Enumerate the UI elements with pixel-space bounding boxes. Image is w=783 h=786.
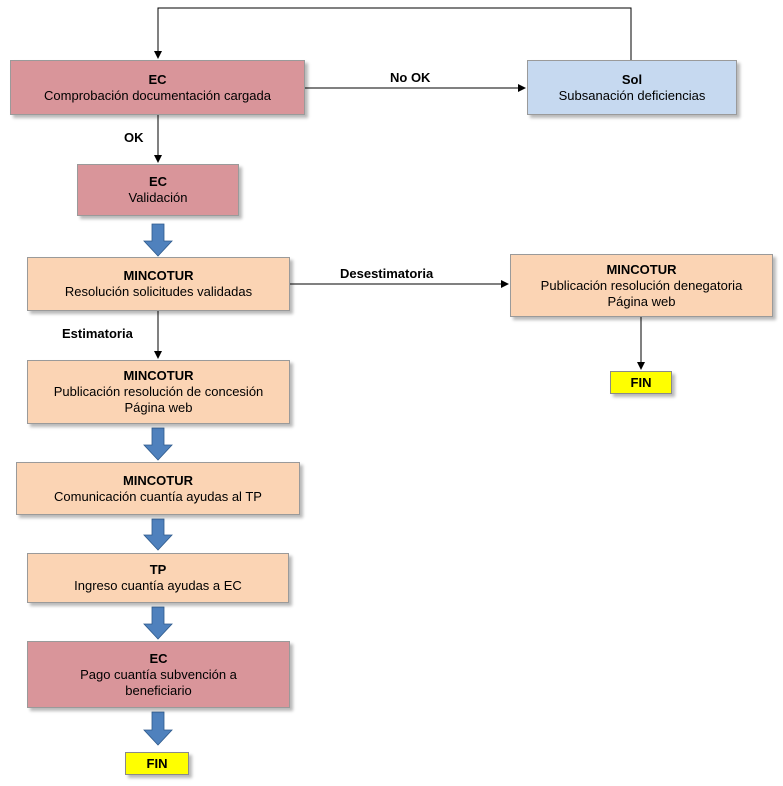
node-text: Página web xyxy=(124,400,193,415)
node-text: Subsanación deficiencias xyxy=(558,87,706,103)
node-text: beneficiario xyxy=(125,682,192,698)
block-arrow-4 xyxy=(143,606,173,640)
node-actor: EC xyxy=(148,71,167,87)
block-arrow-3 xyxy=(143,518,173,551)
node-ingreso: TP Ingreso cuantía ayudas a EC xyxy=(27,553,289,603)
edge-label-ok: OK xyxy=(124,130,144,145)
node-text: Publicación resolución denegatoria xyxy=(540,277,743,293)
node-actor: EC xyxy=(148,174,168,189)
node-actor: MINCOTUR xyxy=(123,268,194,283)
node-text: Publicación resolución de concesión xyxy=(53,384,264,399)
node-text: Pago cuantía subvención a xyxy=(80,666,237,682)
node-actor: MINCOTUR xyxy=(123,368,194,383)
node-actor: TP xyxy=(149,562,167,577)
node-resolucion: MINCOTUR Resolución solicitudes validada… xyxy=(27,257,290,311)
edge-label-no-ok: No OK xyxy=(390,70,431,85)
node-actor: MINCOTUR xyxy=(606,261,677,277)
node-text: Página web xyxy=(607,293,676,309)
node-text: Resolución solicitudes validadas xyxy=(64,284,253,299)
node-actor: MINCOTUR xyxy=(122,472,194,488)
edge-label-estimatoria: Estimatoria xyxy=(62,326,133,341)
return-connector xyxy=(154,7,632,60)
node-text: Ingreso cuantía ayudas a EC xyxy=(74,578,242,593)
node-comprobacion: EC Comprobación documentación cargada xyxy=(10,60,305,115)
node-subsanacion: Sol Subsanación deficiencias xyxy=(527,60,737,115)
node-publicacion-concesion: MINCOTUR Publicación resolución de conce… xyxy=(27,360,290,424)
block-arrow-1 xyxy=(143,223,173,257)
node-pago: EC Pago cuantía subvención a beneficiari… xyxy=(27,641,290,708)
fin-right: FIN xyxy=(610,371,672,394)
node-actor: Sol xyxy=(621,71,643,87)
node-actor: EC xyxy=(149,650,168,666)
edge-label-desestimatoria: Desestimatoria xyxy=(340,266,434,281)
node-text: Comprobación documentación cargada xyxy=(44,87,271,103)
node-text: Validación xyxy=(128,190,188,205)
block-arrow-2 xyxy=(143,427,173,461)
node-publicacion-denegatoria: MINCOTUR Publicación resolución denegato… xyxy=(510,254,773,317)
fin-bottom: FIN xyxy=(125,752,189,775)
node-text: Comunicación cuantía ayudas al TP xyxy=(54,488,262,504)
node-validacion: EC Validación xyxy=(77,164,239,216)
node-comunicacion: MINCOTUR Comunicación cuantía ayudas al … xyxy=(16,462,300,515)
block-arrow-5 xyxy=(143,711,173,746)
